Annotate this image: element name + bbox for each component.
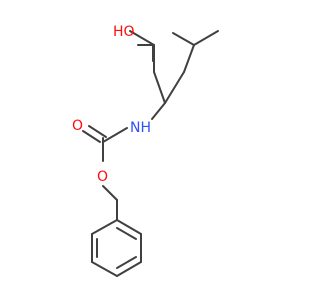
bond-c3-c4 [153,71,166,104]
benzene-bond-4 [91,261,118,277]
benzene-bond-1 [116,219,142,235]
atom-label-ester-oxygen: O [97,169,108,185]
bond-c1-c2-zig [129,30,155,46]
bond-c6-methyl-left [172,32,195,46]
bond-skeleton [82,30,219,277]
bond-c4-c5 [164,71,185,104]
bond-c4-amine [151,102,166,120]
benzene-double-2 [116,256,137,269]
atom-label-amine: NH [130,120,151,136]
benzene-bond-6 [91,219,118,235]
molecule-structure-diagram: HO NH O O [72,24,219,277]
bond-c6-methyl-right [193,30,219,46]
bond-c5-c6 [183,44,195,73]
bond-amine-carbonyl [102,127,128,143]
atom-label-carbonyl-oxygen: O [72,118,83,134]
atom-label-hydroxyl: HO [113,24,135,40]
bond-carbonyl-double-a [82,130,101,143]
benzene-bond-3 [116,261,142,277]
bond-carbonyl-double-b [88,125,107,138]
benzene-double-1 [116,227,137,240]
bond-ester-o-ch2 [102,185,118,201]
